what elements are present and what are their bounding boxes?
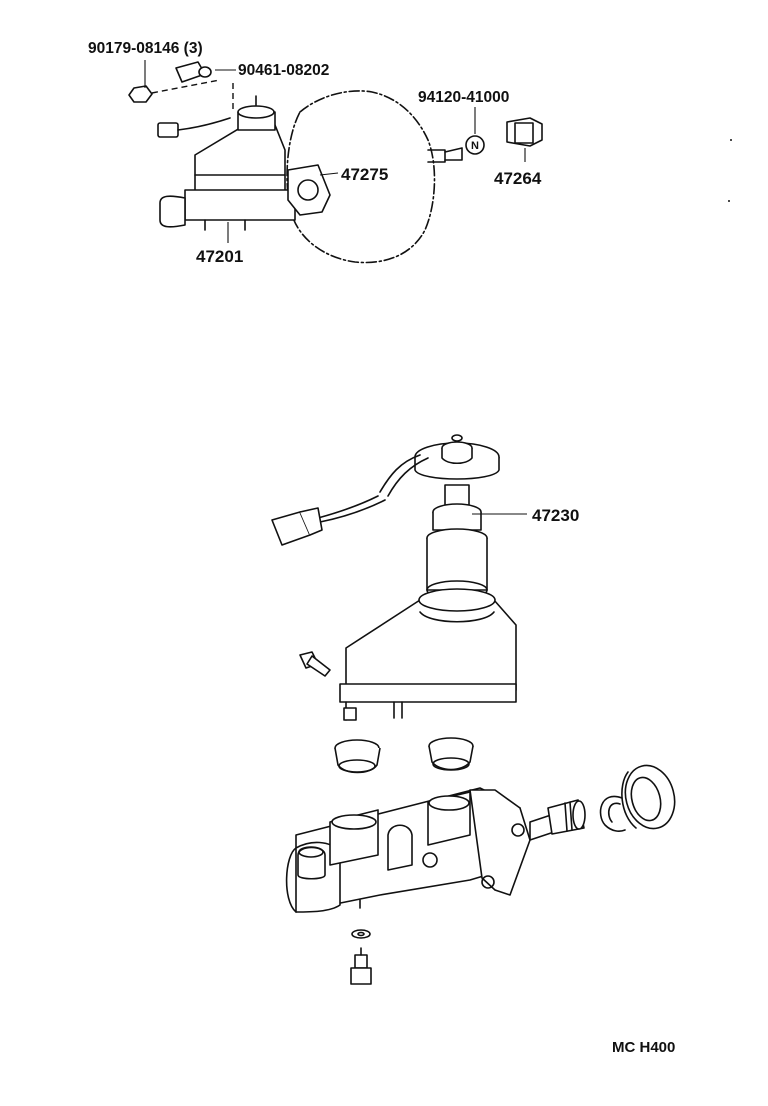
master-cylinder-body	[285, 787, 586, 913]
label-47201: 47201	[196, 247, 243, 266]
label-90461: 90461-08202	[238, 62, 329, 79]
leader-lines-top	[144, 60, 526, 243]
diagram-code: MC H400	[612, 1039, 675, 1056]
label-94120: 94120-41000	[418, 89, 509, 106]
margin-dot	[728, 200, 730, 202]
reservoir-assembly-top	[159, 95, 296, 231]
washer	[351, 929, 371, 939]
margin-dot	[730, 139, 732, 141]
nut-90179	[128, 85, 153, 103]
bleeder-screw	[350, 947, 372, 985]
label-90179: 90179-08146 (3)	[88, 40, 203, 57]
sensor-connector-top	[157, 117, 231, 138]
label-47230: 47230	[532, 506, 579, 525]
snap-ring	[599, 795, 626, 832]
gasket-47275	[287, 164, 331, 216]
label-47275: 47275	[341, 165, 388, 184]
reservoir-cable	[317, 454, 429, 523]
grommets	[334, 737, 474, 774]
reservoir-cap-47230	[414, 434, 500, 506]
nut-94120: N	[465, 135, 485, 155]
label-47264: 47264	[494, 169, 542, 188]
nut-symbol: N	[471, 140, 479, 152]
screw	[299, 651, 331, 677]
float-cylinder	[426, 503, 488, 600]
clip-90461	[151, 61, 234, 110]
clevis-47264	[506, 117, 543, 147]
sensor-connector	[271, 507, 323, 546]
seal-boot	[621, 764, 676, 830]
reservoir-tank	[339, 588, 517, 721]
